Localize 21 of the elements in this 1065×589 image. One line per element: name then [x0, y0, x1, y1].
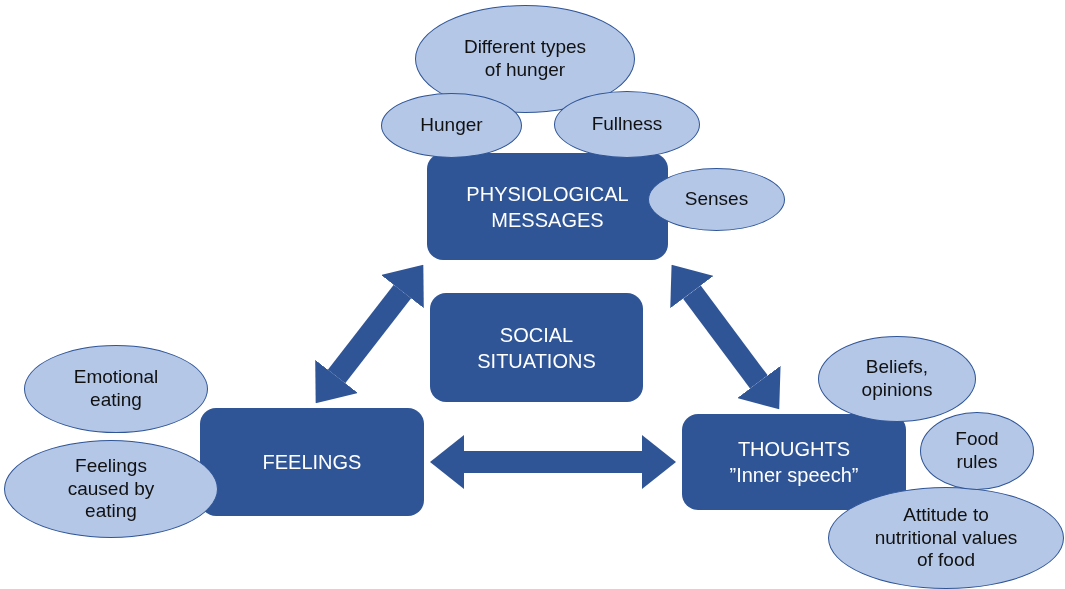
node-label: Fullness: [591, 113, 663, 136]
node-label: SOCIAL SITUATIONS: [476, 322, 597, 374]
process-box: [682, 414, 906, 510]
node-label: THOUGHTS: [737, 437, 851, 462]
node-label: ”Inner speech”: [729, 463, 859, 488]
node-label: Feelings caused by eating: [66, 454, 156, 524]
process-box: [427, 153, 668, 260]
process-box: [200, 408, 424, 516]
node-label: Emotional eating: [72, 366, 160, 412]
process-box: [430, 293, 643, 402]
node-label: Different types of hunger: [462, 36, 588, 82]
node-label: Attitude to nutritional values of food: [873, 503, 1019, 573]
node-label: PHYSIOLOGICAL MESSAGES: [465, 181, 630, 233]
node-label: FEELINGS: [262, 450, 362, 475]
double-arrow: [670, 264, 781, 410]
node-label: Beliefs, opinions: [860, 356, 934, 402]
node-label: Food rules: [954, 428, 1000, 474]
double-arrow: [315, 264, 424, 404]
double-arrow: [430, 435, 676, 489]
node-label: Hunger: [420, 114, 483, 137]
node-label: Senses: [684, 188, 749, 211]
